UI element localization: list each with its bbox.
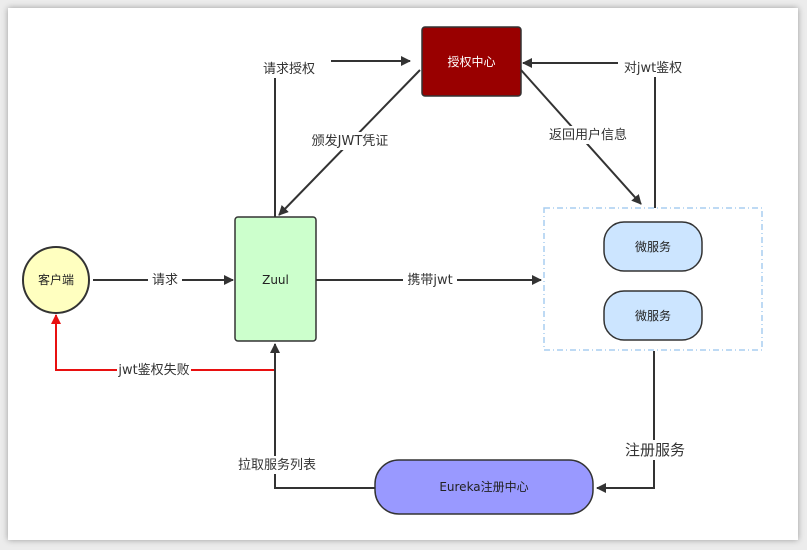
- edge-pull-service-list: [270, 343, 375, 489]
- eureka-node[interactable]: Eureka注册中心: [374, 459, 594, 515]
- microservice-2-label: 微服务: [635, 308, 671, 323]
- microservice-node-2[interactable]: 微服务: [603, 290, 703, 341]
- zuul-label: Zuul: [262, 273, 289, 287]
- microservice-1-label: 微服务: [635, 239, 671, 254]
- client-label: 客户端: [38, 272, 74, 287]
- label-pull-service-list: 拉取服务列表: [238, 457, 316, 473]
- label-issue-jwt: 颁发JWT凭证: [312, 133, 389, 149]
- architecture-diagram: 授权中心 客户端 Zuul 微服务 微服务 Eureka注册中心 请求授权 颁发…: [22, 26, 763, 515]
- microservice-node-1[interactable]: 微服务: [603, 221, 703, 272]
- label-register-service: 注册服务: [625, 441, 685, 459]
- label-return-user-info: 返回用户信息: [549, 127, 627, 143]
- eureka-label: Eureka注册中心: [439, 479, 528, 494]
- auth-center-label: 授权中心: [447, 54, 495, 69]
- label-request: 请求: [152, 273, 178, 288]
- edge-jwt-check-failed: [51, 314, 275, 371]
- label-request-auth: 请求授权: [263, 61, 315, 77]
- microservice-group: [543, 207, 763, 351]
- auth-center-node[interactable]: 授权中心: [421, 26, 522, 97]
- zuul-node[interactable]: Zuul: [234, 216, 317, 342]
- label-jwt-check: 对jwt鉴权: [624, 60, 682, 76]
- diagram-canvas: 授权中心 客户端 Zuul 微服务 微服务 Eureka注册中心 请求授权 颁发…: [8, 8, 798, 540]
- client-node[interactable]: 客户端: [22, 246, 90, 314]
- edge-register-service: [596, 351, 655, 493]
- label-jwt-check-failed: jwt鉴权失败: [117, 362, 189, 378]
- label-carry-jwt: 携带jwt: [407, 272, 452, 288]
